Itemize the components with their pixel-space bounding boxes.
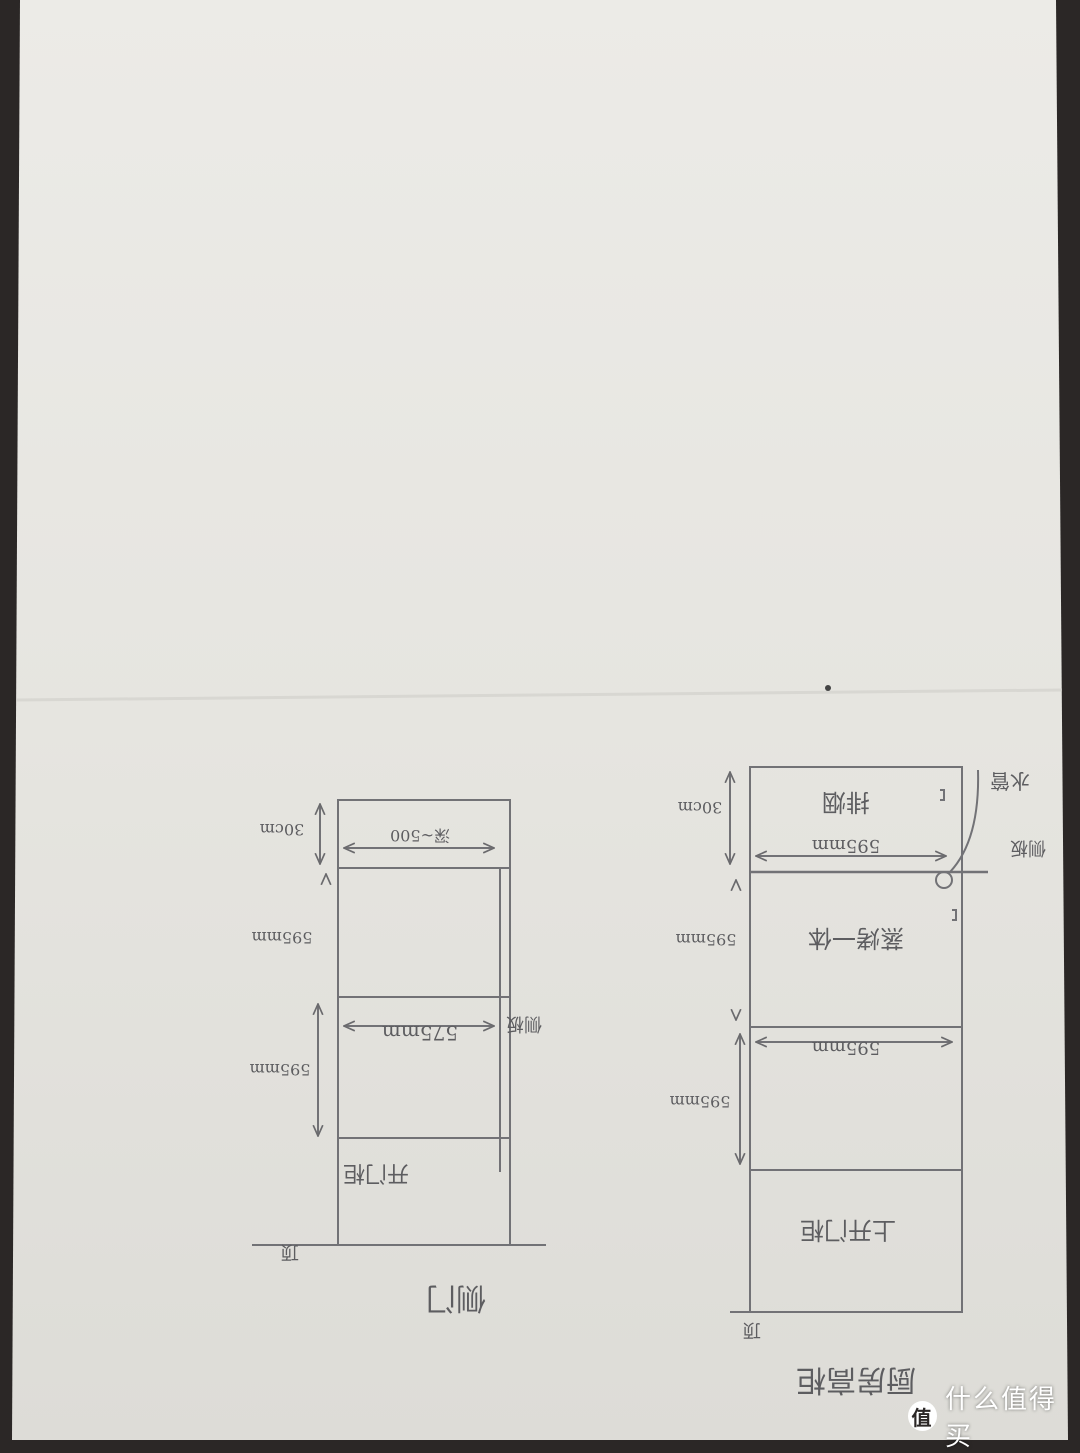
right-bottom-cabinet-label: 上开门柜 [800,1216,896,1244]
right-cabinet-sketch [730,766,988,1313]
left-top-height-label: 30cm [260,820,305,839]
right-lower-height-label: 595mm [670,1092,731,1111]
water-pipe-curve [949,769,980,873]
right-top-width-label: 595mm [812,835,881,856]
watermark-logo-icon: 值 [908,1401,937,1431]
left-floor-mark: 顶 [281,1241,299,1262]
left-side-panel-label: 侧板 [506,1013,542,1034]
right-upper-height-label: 595mm [676,930,737,949]
left-bottom-cabinet-label: 开门柜 [343,1160,409,1185]
left-cabinet-sketch [252,799,546,1246]
watermark: 值 什么值得买 [908,1385,1080,1452]
paper-sheet [12,0,1068,1440]
right-side-panel-label: 侧板 [1010,837,1046,858]
left-mid-height-label: 595mm [252,928,313,947]
pencil-dot [825,685,831,691]
left-top-width-label: 深~500 [390,826,450,845]
right-water-pipe-label: 水管 [990,769,1030,793]
left-caption: 侧门 [426,1280,486,1315]
right-floor-mark: 顶 [743,1319,761,1340]
left-mid-width-label: 575mm [382,1021,458,1045]
right-mid-width-label: 595mm [812,1037,881,1058]
paper-fold [15,688,1063,702]
water-pipe-hole [935,871,953,889]
right-top-height-label: 30cm [678,798,723,817]
right-caption: 厨房高柜 [796,1362,916,1397]
left-low-height-label: 595mm [250,1060,311,1079]
right-upper-compartment-label: 蒸烤一体 [808,924,904,952]
right-top-compartment-label: 排烟 [822,788,870,816]
watermark-text: 什么值得买 [944,1385,1057,1452]
